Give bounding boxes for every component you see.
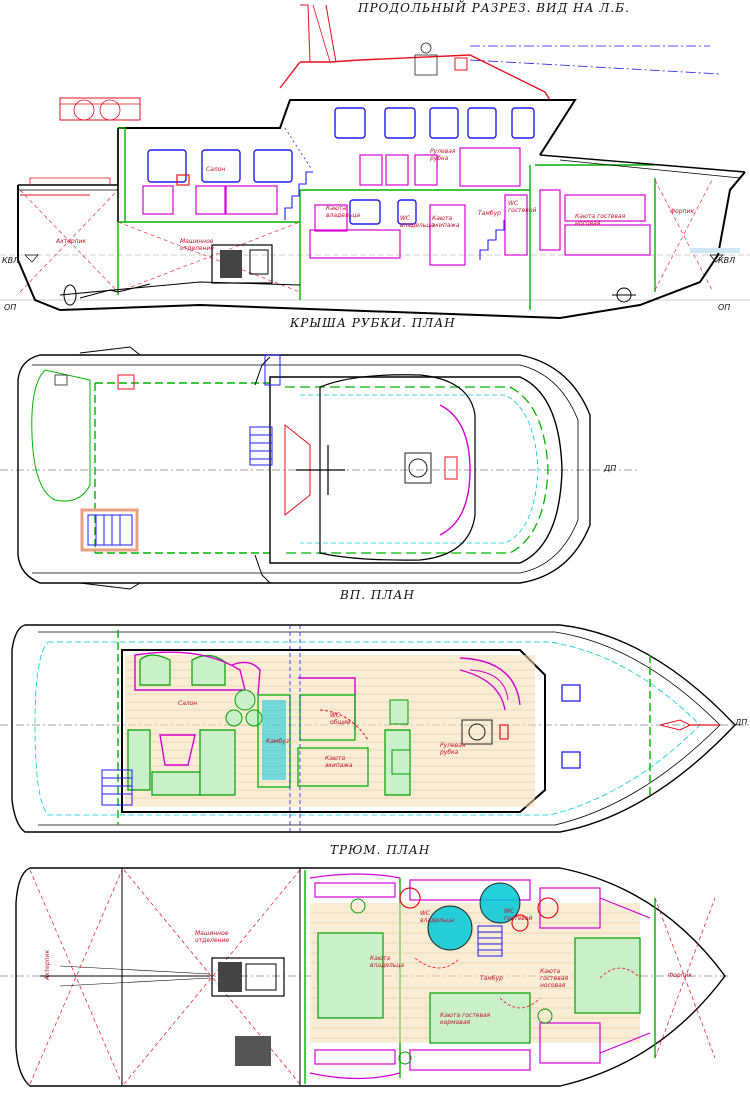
roof-plan-view bbox=[0, 346, 640, 590]
hold-wc-owner-label: WC владельца bbox=[420, 910, 455, 924]
hold-wc-guest-label: WC гостевой bbox=[504, 908, 533, 922]
profile-forepeak-label: Форпик bbox=[670, 208, 695, 215]
deck-helm-label: Рулевая рубка bbox=[440, 742, 466, 756]
profile-crew-cabin-label: Каюта экипажа bbox=[432, 215, 460, 229]
profile-helm-label: Рулевая рубка bbox=[430, 148, 456, 162]
hold-guest-bow-cabin-label: Каюта гостевая носовая bbox=[540, 968, 569, 989]
hold-plan-view bbox=[0, 867, 730, 1087]
profile-waterline-right-label: КВЛ bbox=[718, 256, 736, 265]
upper-deck-plan-title: ВП. ПЛАН bbox=[340, 588, 415, 602]
profile-afterpeak-label: Ахтерпик bbox=[56, 238, 87, 245]
hold-guest-stern-cabin-label: Каюта гостевая кормовая bbox=[440, 1012, 491, 1026]
profile-saloon-label: Салон bbox=[206, 166, 226, 173]
profile-guest-bow-cabin-label: Каюта гостевая носовая bbox=[575, 213, 626, 227]
hold-forepeak-label: Форпик bbox=[668, 972, 693, 979]
hold-tambour-label: Тамбур bbox=[480, 975, 503, 982]
profile-baseline-left-label: ОП bbox=[4, 303, 17, 312]
profile-cabin-owner-label: Каюта владельца bbox=[326, 205, 361, 219]
profile-tambour-label: Тамбур bbox=[478, 210, 501, 217]
hold-owner-cabin-label: Каюта владельца bbox=[370, 955, 405, 969]
deck-galley-label: Камбуз bbox=[266, 738, 289, 745]
deck-wc-label: WC общий bbox=[330, 712, 351, 726]
roof-centerline-label: ДП bbox=[604, 464, 617, 473]
hold-engine-room-label: Машинное отделение bbox=[195, 930, 230, 944]
profile-baseline-right-label: ОП bbox=[718, 303, 731, 312]
deck-centerline-label: ДП bbox=[735, 718, 748, 727]
deck-crew-cabin-label: Каюта экипажа bbox=[325, 755, 353, 769]
upper-deck-plan-view bbox=[0, 624, 750, 833]
profile-wc-owner-label: WC владельца bbox=[400, 215, 435, 229]
profile-title: ПРОДОЛЬНЫЙ РАЗРЕЗ. ВИД НА Л.Б. bbox=[358, 1, 630, 15]
profile-engine-room-label: Машинное отделение bbox=[180, 238, 215, 252]
profile-waterline-left-label: КВЛ bbox=[2, 256, 20, 265]
hold-afterpeak-label: Ахтерпик bbox=[44, 949, 51, 980]
profile-view bbox=[0, 4, 750, 320]
roof-plan-title: КРЫША РУБКИ. ПЛАН bbox=[290, 316, 456, 330]
deck-saloon-label: Салон bbox=[178, 700, 198, 707]
hold-plan-title: ТРЮМ. ПЛАН bbox=[330, 843, 431, 857]
profile-wc-guest-label: WC гостевой bbox=[508, 200, 537, 214]
